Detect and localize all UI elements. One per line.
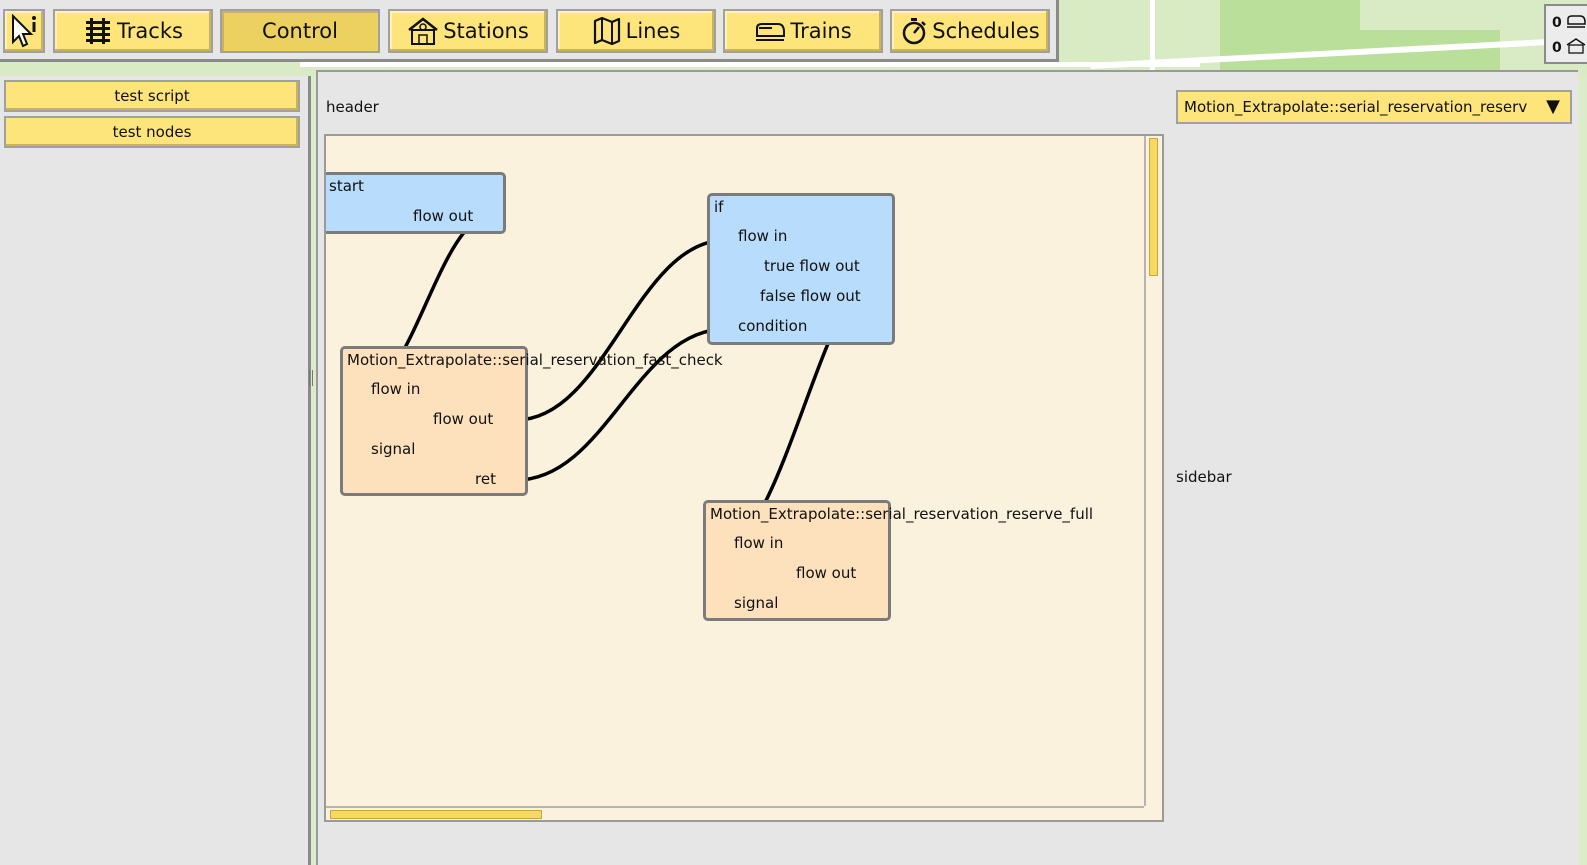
port-signal[interactable]: signal: [371, 440, 416, 458]
info-pointer-button[interactable]: [3, 9, 45, 53]
main-toolbar: Tracks Control Stations Lines: [0, 0, 1059, 62]
node-fast-check[interactable]: Motion_Extrapolate::serial_reservation_f…: [340, 346, 723, 496]
node-graph-canvas[interactable]: start flow out if flow in true flow out …: [324, 134, 1164, 822]
station-count: 0: [1552, 40, 1562, 56]
port-flow-in[interactable]: flow in: [738, 227, 788, 245]
port-ret[interactable]: ret: [475, 470, 496, 488]
horizontal-scrollbar[interactable]: [326, 806, 1144, 820]
vertical-scrollbar-thumb[interactable]: [1149, 138, 1158, 276]
dropdown-arrow-icon: ▼: [1546, 96, 1560, 117]
script-select-dropdown[interactable]: Motion_Extrapolate::serial_reservation_r…: [1176, 90, 1572, 124]
stations-button[interactable]: Stations: [388, 9, 548, 53]
node-start[interactable]: start flow out: [326, 172, 506, 234]
node-title: Motion_Extrapolate::serial_reservation_f…: [347, 351, 723, 369]
node-title: Motion_Extrapolate::serial_reservation_r…: [710, 505, 1094, 523]
stopwatch-icon: [900, 16, 928, 46]
port-signal[interactable]: signal: [734, 594, 779, 612]
station-icon: [1566, 38, 1586, 58]
schedules-label: Schedules: [932, 19, 1040, 43]
wire-ret-to-condition: [515, 327, 727, 482]
control-button[interactable]: Control: [220, 9, 380, 53]
counters-panel: 0 0: [1544, 4, 1587, 64]
horizontal-scrollbar-thumb[interactable]: [330, 810, 542, 819]
schedules-button[interactable]: Schedules: [890, 9, 1050, 53]
node-title: start: [329, 177, 364, 195]
train-icon: [1566, 14, 1586, 32]
panel-splitter-handle[interactable]: [309, 370, 313, 386]
test-nodes-button[interactable]: test nodes: [4, 116, 300, 148]
node-if[interactable]: if flow in true flow out false flow out …: [707, 193, 895, 345]
left-panel: test script test nodes: [0, 76, 311, 865]
stations-label: Stations: [443, 19, 529, 43]
vertical-scrollbar[interactable]: [1144, 136, 1162, 806]
lines-label: Lines: [625, 19, 681, 43]
train-icon: [754, 18, 786, 44]
test-script-button[interactable]: test script: [4, 80, 300, 112]
tracks-icon: [83, 16, 113, 46]
node-title: if: [714, 198, 724, 216]
lines-button[interactable]: Lines: [556, 9, 716, 53]
map-icon: [592, 16, 622, 46]
script-select-value: Motion_Extrapolate::serial_reservation_r…: [1184, 98, 1528, 116]
trains-label: Trains: [790, 19, 852, 43]
tracks-button[interactable]: Tracks: [53, 9, 213, 53]
tracks-label: Tracks: [117, 19, 183, 43]
port-flow-out[interactable]: flow out: [433, 410, 494, 428]
wire-fastcheck-to-if: [515, 238, 727, 422]
port-flow-out[interactable]: flow out: [413, 207, 474, 225]
node-reserve-full[interactable]: Motion_Extrapolate::serial_reservation_r…: [703, 500, 1093, 621]
script-editor-panel: header Motion_Extrapolate::serial_reserv…: [316, 70, 1578, 865]
header-label: header: [326, 98, 379, 116]
sidebar-label: sidebar: [1176, 468, 1232, 486]
port-true-flow-out[interactable]: true flow out: [764, 257, 860, 275]
port-flow-in[interactable]: flow in: [734, 534, 784, 552]
control-label: Control: [262, 19, 338, 43]
port-flow-out[interactable]: flow out: [796, 564, 857, 582]
trains-button[interactable]: Trains: [723, 9, 883, 53]
station-icon: [407, 16, 439, 46]
port-condition[interactable]: condition: [738, 317, 808, 335]
port-flow-in[interactable]: flow in: [371, 380, 421, 398]
port-false-flow-out[interactable]: false flow out: [760, 287, 861, 305]
cursor-info-icon: [9, 14, 39, 48]
train-count: 0: [1552, 15, 1562, 31]
